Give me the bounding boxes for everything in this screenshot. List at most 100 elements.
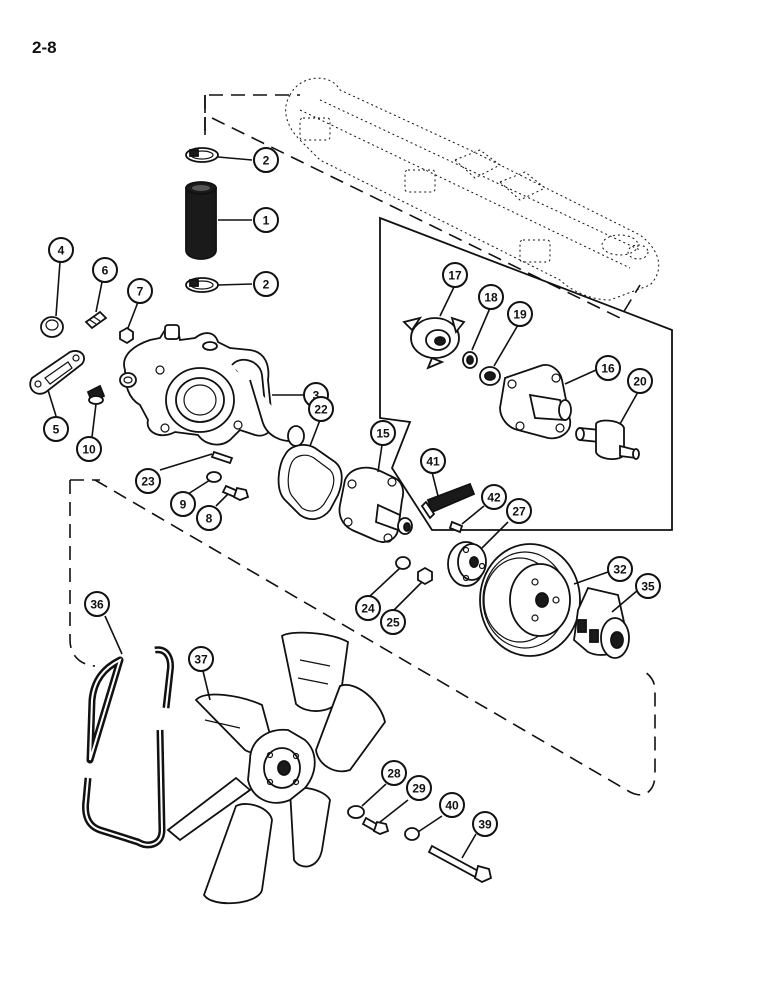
washer-28: [347, 805, 365, 819]
callout-19: 19: [507, 301, 533, 327]
callout-label: 17: [448, 269, 462, 283]
callout-2-lower: 2: [253, 271, 279, 297]
callout-label: 9: [180, 498, 187, 512]
washer-40: [404, 827, 420, 841]
callout-9: 9: [170, 491, 196, 517]
seal-ring: [479, 366, 501, 386]
callout-22: 22: [308, 396, 334, 422]
callout-label: 2: [263, 278, 270, 292]
callout-label: 5: [53, 423, 60, 437]
callout-6: 6: [92, 257, 118, 283]
callout-label: 35: [641, 580, 655, 594]
callout-label: 7: [137, 285, 144, 299]
shaft-bearing: [575, 419, 640, 460]
gasket-41: [420, 482, 476, 520]
callout-35: 35: [635, 573, 661, 599]
outlet-gasket: [29, 350, 85, 395]
callout-label: 20: [633, 375, 647, 389]
callout-15: 15: [370, 420, 396, 446]
callout-label: 27: [512, 505, 526, 519]
callout-label: 22: [314, 403, 328, 417]
callout-label: 32: [613, 563, 627, 577]
callout-label: 6: [102, 264, 109, 278]
hose-clamp-lower: [185, 277, 219, 293]
hose-clamp-upper: [185, 147, 219, 163]
callout-label: 41: [426, 455, 440, 469]
screw-42: [448, 520, 464, 534]
stud-23: [210, 450, 234, 465]
callout-4: 4: [48, 237, 74, 263]
callout-18: 18: [478, 284, 504, 310]
pump-body: [499, 364, 572, 440]
callout-5: 5: [43, 416, 69, 442]
callout-label: 39: [478, 818, 492, 832]
fan-belt: [82, 646, 174, 849]
callout-label: 10: [82, 443, 96, 457]
callout-label: 2: [263, 154, 270, 168]
water-pump: [338, 466, 413, 543]
bypass-hose: [185, 181, 217, 260]
callout-1: 1: [253, 207, 279, 233]
leader-lines: [47, 156, 639, 859]
callout-17: 17: [442, 262, 468, 288]
callout-label: 40: [445, 799, 459, 813]
water-manifold: [285, 77, 660, 301]
callout-label: 8: [206, 512, 213, 526]
fan-spacer: [573, 586, 630, 659]
fan-pulley: [479, 543, 581, 657]
bolt-29: [361, 816, 390, 835]
callout-label: 37: [194, 653, 208, 667]
callout-label: 28: [387, 767, 401, 781]
callout-42: 42: [481, 484, 507, 510]
callout-2-upper: 2: [253, 147, 279, 173]
callout-25: 25: [380, 609, 406, 635]
callout-10: 10: [76, 436, 102, 462]
callout-label: 16: [601, 362, 615, 376]
expansion-plug: [40, 316, 64, 338]
callout-40: 40: [439, 792, 465, 818]
callout-label: 18: [484, 291, 498, 305]
callout-label: 3: [313, 389, 320, 403]
callout-label: 19: [513, 308, 527, 322]
callout-7: 7: [127, 278, 153, 304]
callout-label: 42: [487, 491, 501, 505]
stud: [84, 310, 108, 330]
seal: [462, 351, 478, 369]
bolt-39: [427, 844, 493, 884]
callout-label: 29: [412, 782, 426, 796]
washer-9: [206, 471, 222, 483]
nut-25: [417, 566, 433, 586]
callout-27: 27: [506, 498, 532, 524]
impeller: [402, 316, 466, 370]
pulley-hub: [447, 541, 487, 587]
callout-28: 28: [381, 760, 407, 786]
pump-gasket: [277, 444, 343, 521]
callout-label: 1: [263, 214, 270, 228]
cooling-fan: [166, 631, 386, 905]
callout-41: 41: [420, 448, 446, 474]
callout-39: 39: [472, 811, 498, 837]
nut-7: [119, 326, 134, 345]
callout-16: 16: [595, 355, 621, 381]
inset-box: [379, 216, 673, 531]
callout-label: 25: [386, 616, 400, 630]
callout-23: 23: [135, 468, 161, 494]
callout-8: 8: [196, 505, 222, 531]
callout-24: 24: [355, 595, 381, 621]
callout-label: 4: [58, 244, 65, 258]
lower-dashed-frame: [69, 479, 656, 796]
callout-label: 24: [361, 602, 375, 616]
callout-label: 15: [376, 427, 390, 441]
water-pump-housing: [119, 324, 305, 447]
callout-36: 36: [84, 591, 110, 617]
callout-label: 23: [141, 475, 155, 489]
washer-24: [395, 556, 411, 570]
callout-29: 29: [406, 775, 432, 801]
bolt-8: [221, 484, 250, 501]
callout-32: 32: [607, 556, 633, 582]
callout-37: 37: [188, 646, 214, 672]
callout-20: 20: [627, 368, 653, 394]
pipe-plug: [86, 384, 106, 405]
callout-label: 36: [90, 598, 104, 612]
